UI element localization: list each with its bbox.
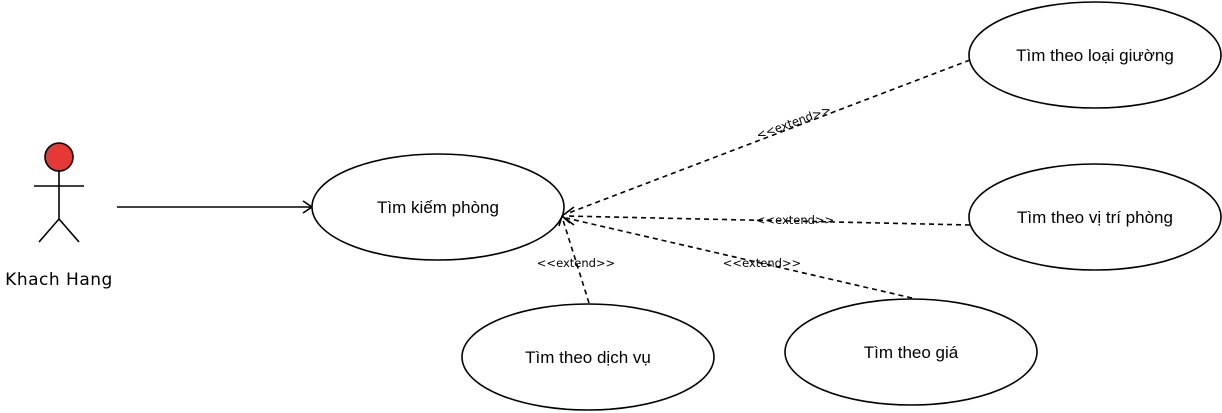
use-case-bed-type-ellipse — [968, 1, 1222, 109]
use-case-bed-type-label: Tìm theo loại giường — [1016, 46, 1174, 65]
use-case-location-ellipse — [968, 163, 1222, 271]
actor-label: Khach Hang — [5, 270, 113, 290]
use-case-main-label: Tìm kiếm phòng — [377, 198, 499, 217]
use-case-main-ellipse — [311, 153, 565, 261]
actor-left-leg — [38, 218, 60, 243]
extend-service: <<extend>> — [537, 219, 615, 304]
use-case-service-label: Tìm theo dịch vụ — [525, 348, 651, 367]
actor-khach-hang[interactable]: Khach Hang — [5, 142, 113, 290]
extend-line-bed-type — [565, 59, 971, 215]
use-case-location-label: Tìm theo vị trí phòng — [1017, 208, 1173, 227]
actor-head — [44, 142, 74, 172]
extend-price: <<extend>> — [565, 217, 913, 299]
use-case-main[interactable]: Tìm kiếm phòng — [311, 153, 565, 261]
extend-line-location — [565, 215, 971, 226]
use-case-price-label: Tìm theo giá — [864, 343, 959, 362]
use-case-price[interactable]: Tìm theo giá — [784, 298, 1038, 406]
use-case-price-ellipse — [784, 298, 1038, 406]
extend-label-bed-type: <<extend>> — [754, 102, 832, 142]
use-case-bed-type[interactable]: Tìm theo loại giường — [968, 1, 1222, 109]
extend-location: <<extend>> — [565, 213, 971, 227]
extend-label-service: <<extend>> — [537, 256, 615, 270]
use-case-service-ellipse — [461, 303, 715, 411]
association-arrow — [117, 200, 314, 214]
extend-label-location: <<extend>> — [756, 213, 834, 227]
extend-bed-type: <<extend>> — [565, 59, 971, 215]
use-case-location[interactable]: Tìm theo vị trí phòng — [968, 163, 1222, 271]
extend-label-price: <<extend>> — [723, 256, 801, 270]
extend-line-service — [562, 219, 590, 304]
actor-right-leg — [58, 218, 80, 243]
use-case-service[interactable]: Tìm theo dịch vụ — [461, 303, 715, 411]
